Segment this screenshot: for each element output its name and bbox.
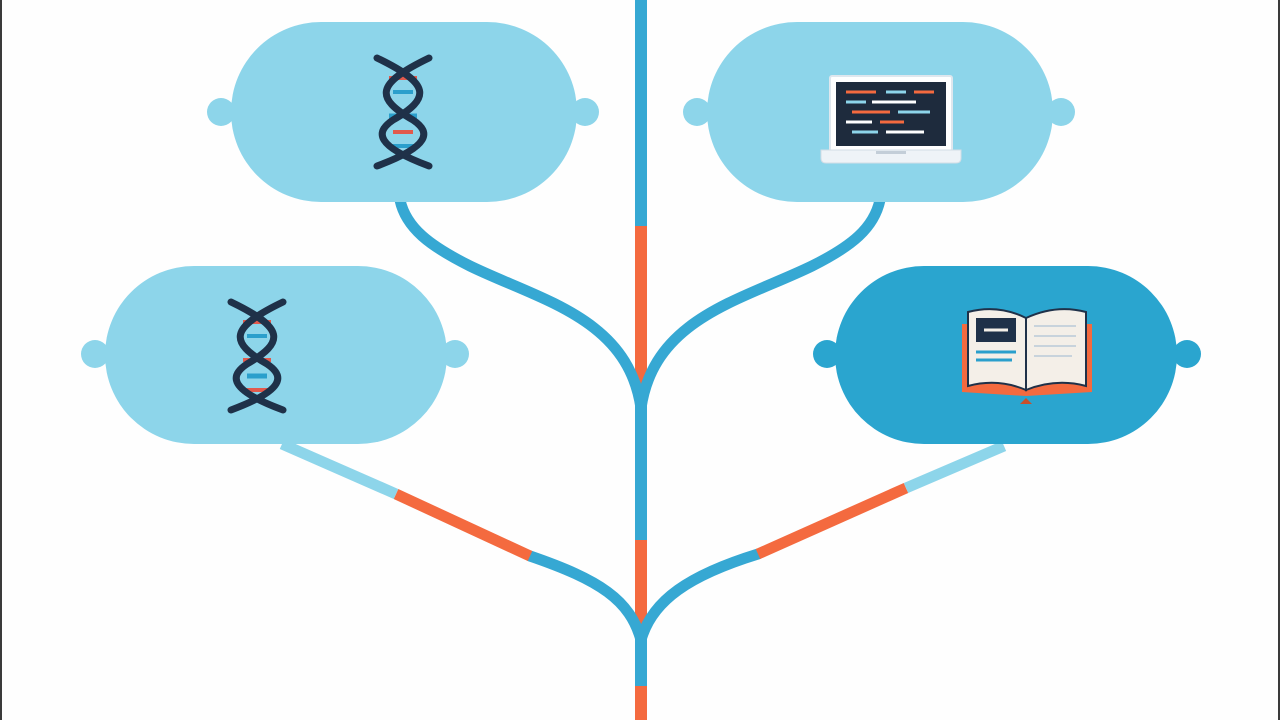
node-connector-left <box>207 98 235 126</box>
branch-lower-left-accent <box>393 489 533 561</box>
node-connector-right <box>1047 98 1075 126</box>
node-top-left[interactable] <box>207 22 599 202</box>
branch-lower-right-tip <box>903 440 1007 494</box>
left-edge-line <box>0 0 2 720</box>
right-edge-line <box>1278 0 1280 720</box>
node-top-right[interactable] <box>683 22 1075 202</box>
node-connector-left <box>813 340 841 368</box>
branch-lower-left-base <box>524 550 647 646</box>
branch-top-right <box>635 194 886 414</box>
node-connector-right <box>441 340 469 368</box>
branch-lower-left-tip <box>279 438 399 500</box>
node-connector-right <box>571 98 599 126</box>
branch-top-left <box>394 194 647 414</box>
dna-helix-icon <box>227 298 287 414</box>
node-connector-left <box>683 98 711 126</box>
node-capsule <box>105 266 447 444</box>
branches <box>279 0 1007 720</box>
branch-lower-right-accent <box>755 482 909 560</box>
node-connector-right <box>1173 340 1201 368</box>
node-mid-left[interactable] <box>81 266 469 444</box>
laptop-code-icon <box>820 75 962 164</box>
node-mid-right[interactable] <box>813 266 1201 444</box>
branch-lower-right-base <box>635 548 764 646</box>
node-connector-left <box>81 340 109 368</box>
dna-helix-icon <box>373 54 433 170</box>
open-book-icon <box>962 308 1092 404</box>
